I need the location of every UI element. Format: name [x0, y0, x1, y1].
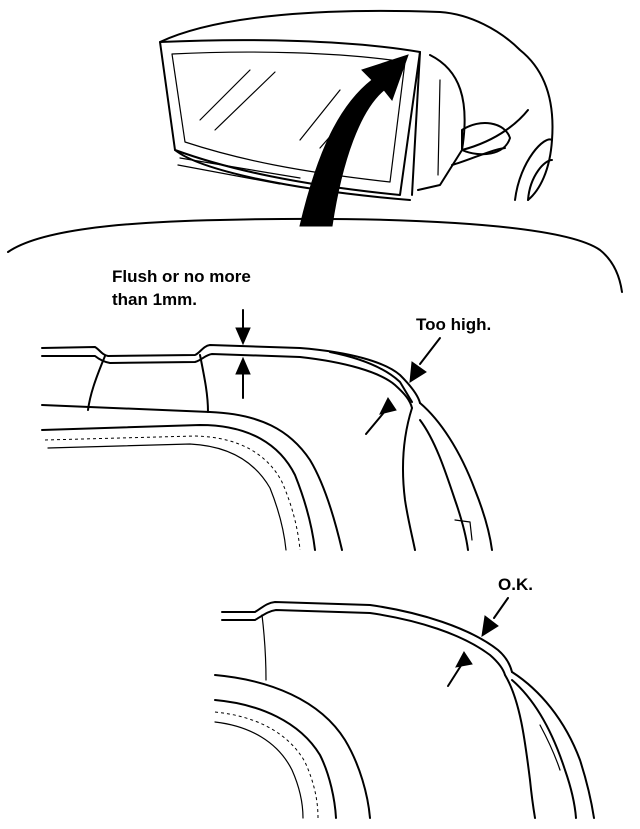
flush-dimension-arrow	[235, 309, 251, 399]
car-illustration	[159, 9, 554, 201]
ok-label: O.K.	[498, 575, 533, 594]
pointer-arrow	[299, 54, 409, 227]
too-high-label: Too high.	[416, 315, 492, 334]
flush-label-line2: than 1mm.	[112, 290, 198, 309]
too-high-dimension-arrow	[365, 337, 441, 435]
too-high-section	[41, 344, 493, 551]
ok-section	[214, 601, 595, 819]
flush-label-line1: Flush or no more	[112, 267, 251, 286]
ok-dimension-arrow	[447, 597, 509, 687]
detail-bubble-outline	[7, 217, 623, 293]
